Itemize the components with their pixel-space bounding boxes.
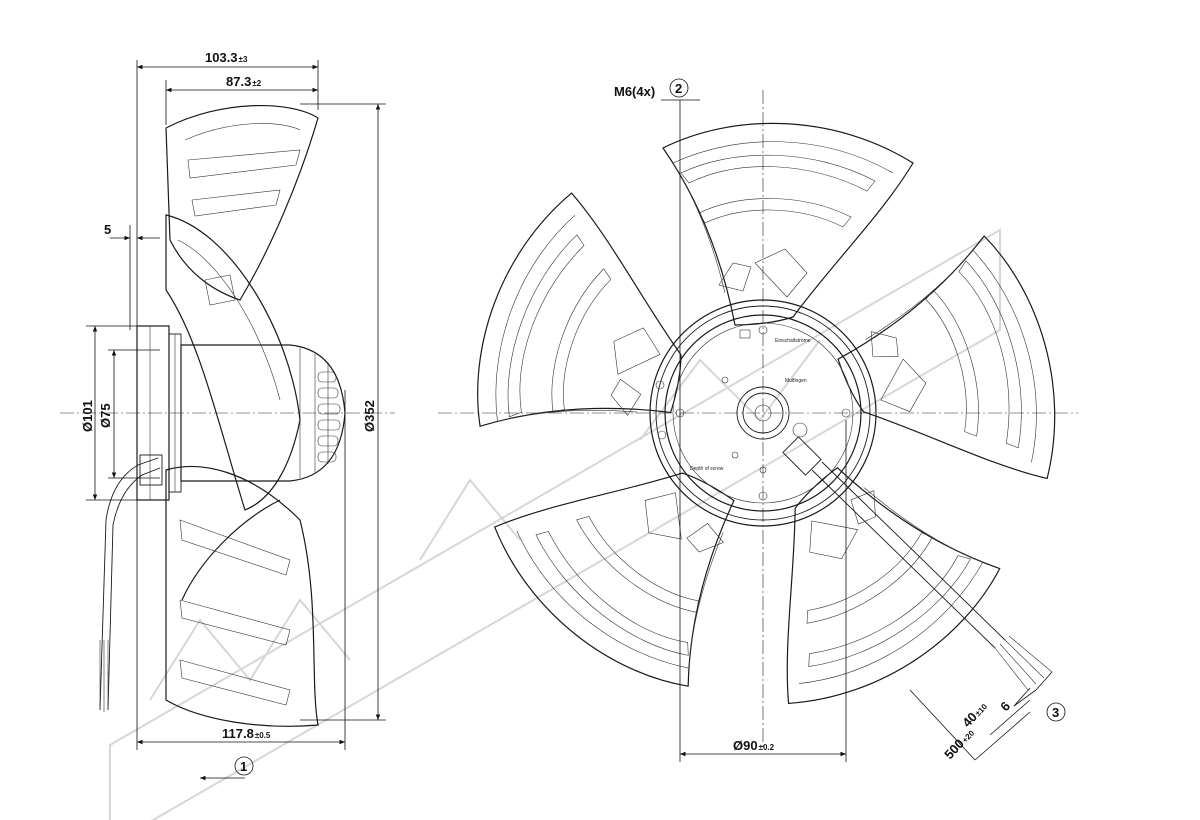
blades-side xyxy=(165,104,319,727)
svg-text:M6(4x): M6(4x) xyxy=(614,84,655,99)
front-view: Einschaltströme Mulfingen Depth of screw… xyxy=(438,78,1086,762)
svg-text:1: 1 xyxy=(240,759,247,774)
svg-text:Ø75: Ø75 xyxy=(98,403,113,428)
svg-text:6: 6 xyxy=(997,699,1013,715)
svg-text:40±10: 40±10 xyxy=(959,698,990,730)
dim-blade-depth: 87.3±2 xyxy=(165,74,318,125)
svg-text:103.3±3: 103.3±3 xyxy=(205,50,248,65)
side-view: 103.3±3 87.3±2 5 Ø101 Ø75 xyxy=(60,50,395,781)
svg-text:2: 2 xyxy=(675,81,682,96)
airflow-direction: 1 xyxy=(200,756,254,781)
motor-rotor xyxy=(180,344,346,482)
dim-dia-352: Ø352 xyxy=(300,103,386,721)
dim-dia-75: Ø75 xyxy=(98,349,160,479)
svg-text:87.3±2: 87.3±2 xyxy=(226,74,262,89)
svg-text:3: 3 xyxy=(1052,705,1059,720)
svg-text:Ø352: Ø352 xyxy=(362,400,377,432)
dim-total-length: 117.8±0.5 xyxy=(137,390,346,750)
svg-text:Mulfingen: Mulfingen xyxy=(785,378,807,384)
svg-text:5: 5 xyxy=(104,222,111,237)
svg-text:117.8±0.5: 117.8±0.5 xyxy=(222,726,271,741)
svg-text:Einschaltströme: Einschaltströme xyxy=(775,338,811,344)
cable-dims: 6 40±10 500+20 3 xyxy=(909,671,1066,762)
svg-text:Depth of screw: Depth of screw xyxy=(690,466,724,472)
watermark xyxy=(109,228,1001,820)
screw-callout: M6(4x) 2 xyxy=(614,78,700,420)
svg-text:Ø90±0.2: Ø90±0.2 xyxy=(733,738,775,753)
cable-front xyxy=(782,436,1053,691)
dim-offset: 5 xyxy=(104,222,160,330)
dim-overall-depth: 103.3±3 xyxy=(136,50,319,750)
svg-text:Ø101: Ø101 xyxy=(80,400,95,432)
cable-side xyxy=(99,454,163,712)
dim-hole-circle: Ø90±0.2 xyxy=(679,420,847,762)
